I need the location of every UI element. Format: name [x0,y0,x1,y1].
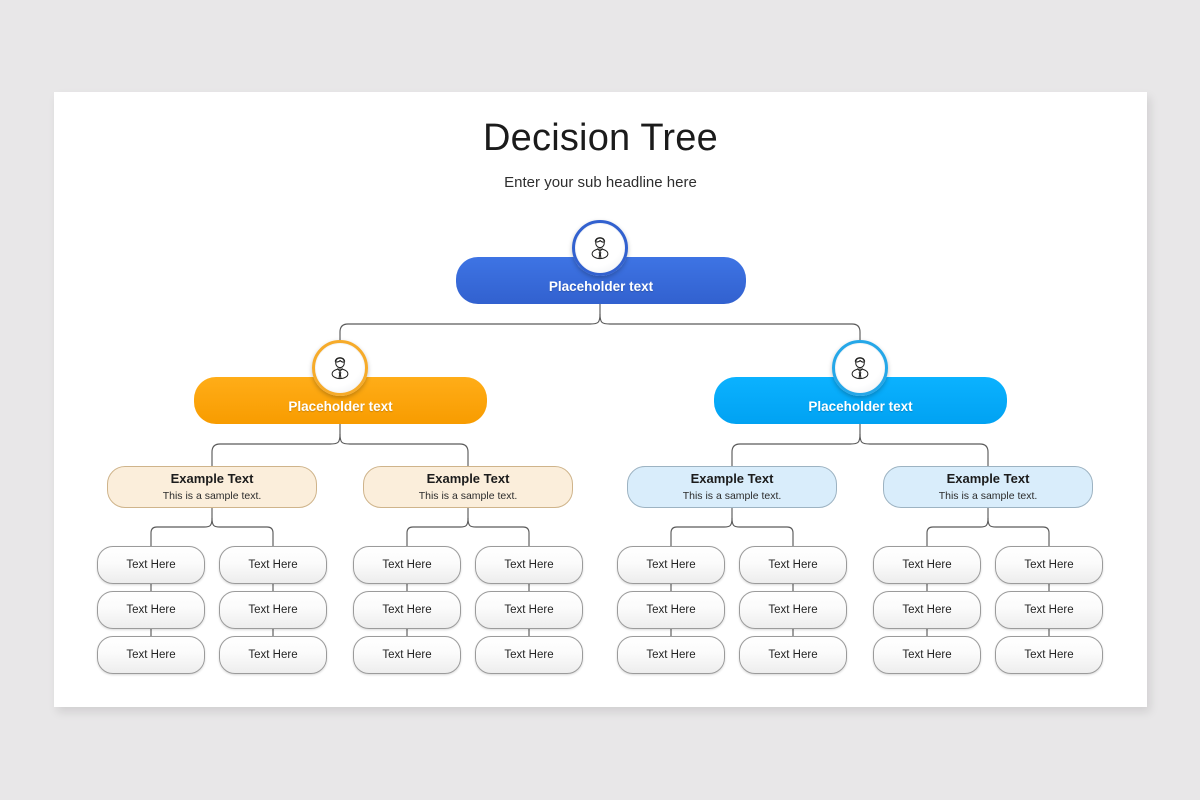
leaf-label: Text Here [504,559,554,571]
example-box-subtext: This is a sample text. [418,489,518,502]
leaf-node[interactable]: Text Here [475,546,583,584]
leaf-label: Text Here [1024,649,1074,661]
leaf-label: Text Here [504,649,554,661]
leaf-node[interactable]: Text Here [97,636,205,674]
leaf-node[interactable]: Text Here [219,636,327,674]
example-box-subtext: This is a sample text. [938,489,1038,502]
example-box-3[interactable]: Example Text This is a sample text. [627,466,837,508]
example-box-4[interactable]: Example Text This is a sample text. [883,466,1093,508]
leaf-label: Text Here [768,649,818,661]
leaf-node[interactable]: Text Here [995,636,1103,674]
leaf-node[interactable]: Text Here [353,636,461,674]
page-title: Decision Tree [483,117,718,159]
person-icon [572,220,628,276]
leaf-node[interactable]: Text Here [873,546,981,584]
leaf-node[interactable]: Text Here [219,591,327,629]
leaf-label: Text Here [902,559,952,571]
leaf-node[interactable]: Text Here [739,591,847,629]
leaf-node[interactable]: Text Here [873,591,981,629]
leaf-label: Text Here [382,604,432,616]
person-icon [312,340,368,396]
leaf-label: Text Here [902,604,952,616]
leaf-label: Text Here [382,559,432,571]
leaf-node[interactable]: Text Here [873,636,981,674]
leaf-label: Text Here [646,559,696,571]
leaf-label: Text Here [504,604,554,616]
leaf-label: Text Here [126,604,176,616]
slide: Decision Tree Enter your sub headline he… [54,92,1147,707]
leaf-node[interactable]: Text Here [617,546,725,584]
leaf-label: Text Here [768,559,818,571]
leaf-node[interactable]: Text Here [353,591,461,629]
example-box-subtext: This is a sample text. [682,489,782,502]
example-box-2[interactable]: Example Text This is a sample text. [363,466,573,508]
person-icon [832,340,888,396]
leaf-node[interactable]: Text Here [97,546,205,584]
leaf-label: Text Here [248,649,298,661]
example-box-heading: Example Text [690,471,774,487]
leaf-label: Text Here [126,559,176,571]
leaf-label: Text Here [902,649,952,661]
leaf-label: Text Here [646,604,696,616]
leaf-node[interactable]: Text Here [739,546,847,584]
leaf-label: Text Here [1024,559,1074,571]
badge-ring [312,340,368,396]
leaf-label: Text Here [1024,604,1074,616]
leaf-label: Text Here [248,559,298,571]
leaf-node[interactable]: Text Here [475,591,583,629]
leaf-node[interactable]: Text Here [995,546,1103,584]
root-node-label: Placeholder text [548,279,654,294]
leaf-node[interactable]: Text Here [617,636,725,674]
page-subtitle: Enter your sub headline here [504,174,697,191]
branch-left-label: Placeholder text [288,399,393,414]
example-box-subtext: This is a sample text. [162,489,262,502]
leaf-node[interactable]: Text Here [97,591,205,629]
leaf-node[interactable]: Text Here [617,591,725,629]
leaf-label: Text Here [126,649,176,661]
leaf-node[interactable]: Text Here [219,546,327,584]
leaf-node[interactable]: Text Here [739,636,847,674]
leaf-node[interactable]: Text Here [353,546,461,584]
leaf-label: Text Here [646,649,696,661]
example-box-1[interactable]: Example Text This is a sample text. [107,466,317,508]
example-box-heading: Example Text [426,471,510,487]
leaf-node[interactable]: Text Here [995,591,1103,629]
example-box-heading: Example Text [946,471,1030,487]
branch-right-label: Placeholder text [808,399,913,414]
badge-ring [832,340,888,396]
badge-ring [572,220,628,276]
leaf-node[interactable]: Text Here [475,636,583,674]
example-box-heading: Example Text [170,471,254,487]
leaf-label: Text Here [382,649,432,661]
leaf-label: Text Here [248,604,298,616]
leaf-label: Text Here [768,604,818,616]
